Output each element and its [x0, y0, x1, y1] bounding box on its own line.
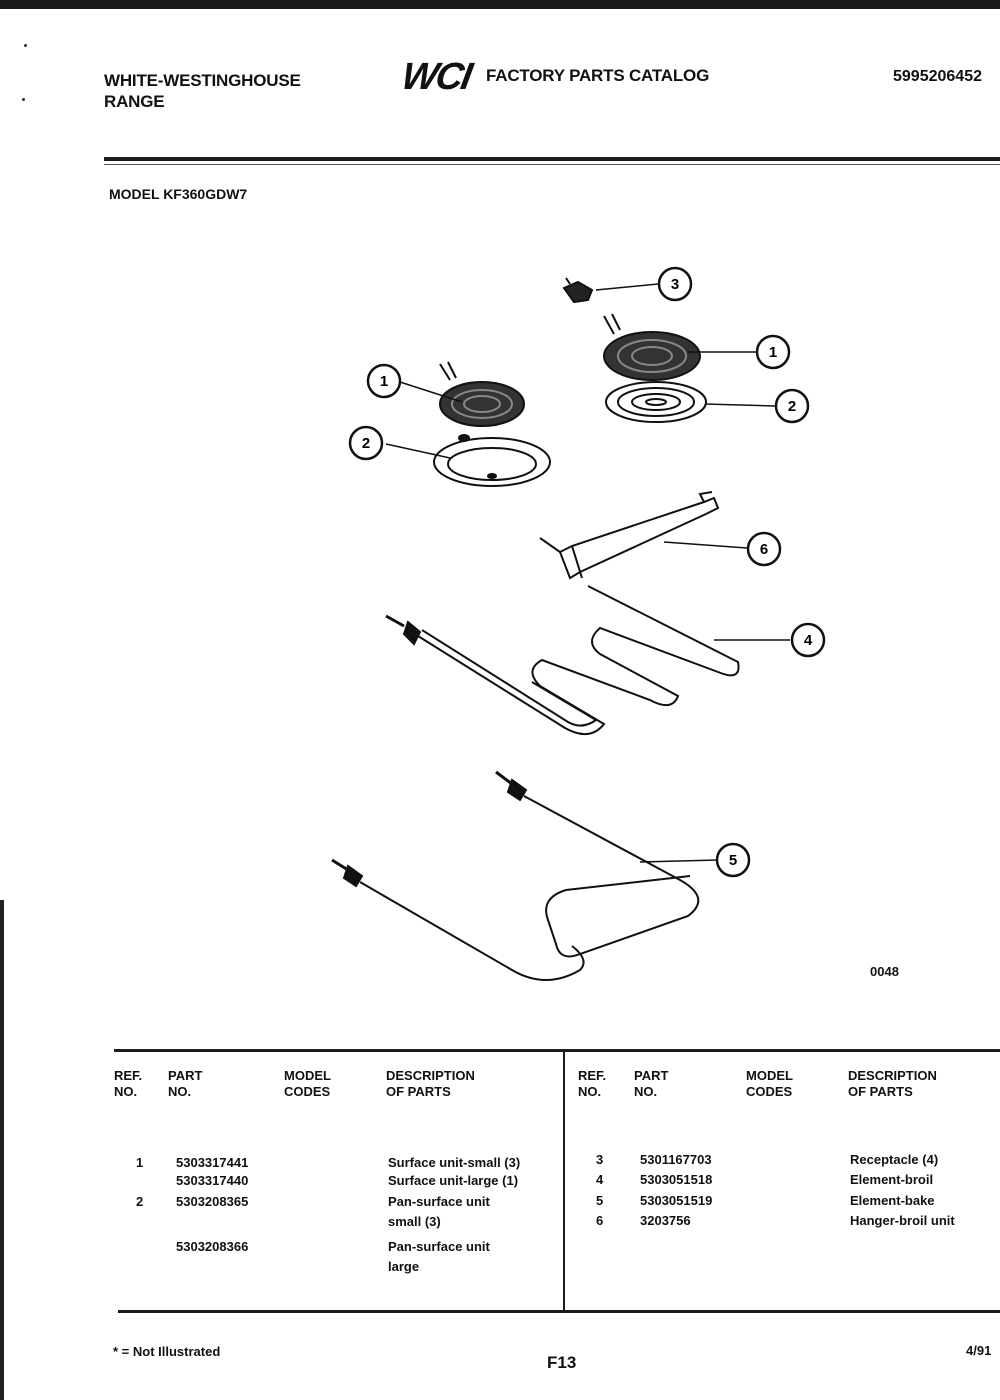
row-part-no: 5303051519	[640, 1193, 713, 1208]
svg-text:6: 6	[760, 541, 768, 558]
callout-1-left: 1	[366, 363, 402, 399]
surface-unit-large	[603, 313, 701, 381]
row-description: Element-broil	[850, 1172, 934, 1187]
row-part-no: 5303051518	[640, 1172, 713, 1187]
row-ref-no: 3	[596, 1152, 604, 1167]
header-model-codes: MODEL CODES	[284, 1068, 331, 1099]
drip-pan-large	[605, 381, 707, 423]
catalog-title: FACTORY PARTS CATALOG	[486, 66, 710, 85]
header-model-codes-right: MODEL CODES	[746, 1068, 793, 1099]
callout-1-right: 1	[755, 334, 791, 370]
row-ref-no: 5	[596, 1193, 604, 1208]
row-description: Pan-surface unit	[388, 1194, 490, 1209]
row-ref-no: 1	[136, 1155, 144, 1170]
callout-3: 3	[657, 266, 693, 302]
header-ref-no-right: REF. NO.	[578, 1068, 607, 1099]
row-description: Receptacle (4)	[850, 1152, 939, 1167]
table-top-rule	[114, 1049, 1000, 1052]
header-part-no: PART NO.	[168, 1068, 203, 1099]
row-part-no: 5303208365	[176, 1194, 249, 1209]
header-rule-thin	[104, 164, 1000, 165]
scan-top-border	[0, 0, 1000, 9]
table-bottom-rule	[118, 1310, 1000, 1313]
catalog-number: 5995206452	[893, 68, 982, 85]
svg-text:2: 2	[362, 435, 370, 452]
svg-text:1: 1	[769, 344, 777, 361]
callout-2-right: 2	[774, 388, 810, 424]
drawing-code: 0048	[870, 964, 899, 979]
row-description: small (3)	[388, 1214, 441, 1229]
row-description: Element-bake	[850, 1193, 935, 1208]
callout-2-left: 2	[348, 425, 384, 461]
svg-text:3: 3	[671, 276, 679, 293]
row-part-no: 5303317440	[176, 1173, 249, 1188]
row-description: Surface unit-small (3)	[388, 1155, 521, 1170]
header-part-no-right: PART NO.	[634, 1068, 669, 1099]
leader-lines	[385, 283, 790, 863]
scan-left-edge	[0, 900, 4, 1400]
svg-text:5: 5	[729, 852, 737, 869]
brand-name: WHITE-WESTINGHOUSE	[104, 71, 301, 90]
callout-4: 4	[790, 622, 826, 658]
drip-pan-small	[433, 434, 551, 487]
header-ref-no: REF. NO.	[114, 1068, 143, 1099]
page-number: F13	[547, 1353, 577, 1372]
revision-date: 4/91	[966, 1343, 992, 1358]
row-part-no: 5301167703	[640, 1152, 712, 1167]
row-description: Pan-surface unit	[388, 1239, 490, 1254]
row-ref-no: 6	[596, 1213, 604, 1228]
svg-text:4: 4	[804, 632, 813, 649]
not-illustrated-note: * = Not Illustrated	[113, 1344, 221, 1359]
row-ref-no: 2	[136, 1194, 144, 1209]
bake-element-part	[331, 770, 700, 981]
header-description: DESCRIPTION OF PARTS	[386, 1068, 475, 1099]
broil-element-part	[385, 585, 740, 735]
row-part-no: 5303208366	[176, 1239, 249, 1254]
broil-hanger-part	[539, 491, 720, 580]
svg-text:1: 1	[380, 373, 388, 390]
brand-block: WHITE-WESTINGHOUSE RANGE	[104, 70, 301, 112]
surface-unit-small	[439, 361, 525, 427]
callout-5: 5	[715, 842, 751, 878]
row-description: Hanger-broil unit	[850, 1213, 955, 1228]
receptacle-part	[562, 277, 594, 304]
scan-speck	[22, 98, 25, 101]
row-description: large	[388, 1259, 420, 1274]
row-ref-no: 4	[596, 1172, 604, 1187]
header-description-right: DESCRIPTION OF PARTS	[848, 1068, 937, 1099]
row-part-no: 3203756	[640, 1213, 691, 1228]
product-type: RANGE	[104, 92, 165, 111]
callout-6: 6	[746, 531, 782, 567]
scan-speck	[24, 44, 27, 47]
row-part-no: 5303317441	[176, 1155, 249, 1170]
table-column-divider	[563, 1049, 565, 1311]
header-rule	[104, 157, 1000, 161]
row-description: Surface unit-large (1)	[388, 1173, 519, 1188]
svg-text:2: 2	[788, 398, 796, 415]
model-number: MODEL KF360GDW7	[109, 186, 248, 202]
